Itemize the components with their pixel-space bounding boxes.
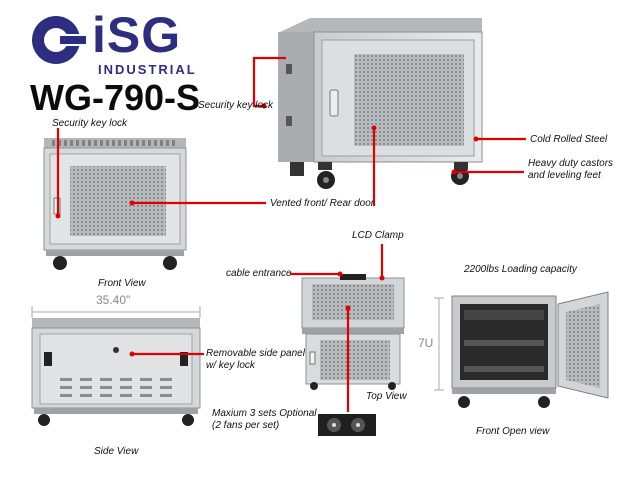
- callout-cable-entrance: cable entrance: [226, 268, 292, 279]
- callout-cold-rolled-steel: Cold Rolled Steel: [530, 134, 608, 145]
- front-view-caption: Front View: [98, 278, 146, 289]
- width-dimension: 35.40": [96, 293, 131, 307]
- side-view-image: [31, 318, 201, 426]
- top-view-image: [301, 274, 405, 390]
- brand-name: iSG: [92, 7, 182, 63]
- callout-security-lock-front: Security key lock: [52, 118, 128, 129]
- height-dimension-line: [434, 297, 444, 391]
- model-number: WG-790-S: [30, 77, 201, 118]
- callout-fans-line2: (2 fans per set): [212, 420, 280, 431]
- fan-unit-image: [318, 414, 376, 436]
- callout-side-panel: Removable side panel: [206, 348, 305, 359]
- side-view-caption: Side View: [94, 446, 139, 457]
- front-view-image: [43, 138, 187, 270]
- callout-castors: Heavy duty castors: [528, 158, 614, 169]
- callout-lcd-clamp: LCD Clamp: [352, 230, 404, 241]
- brand-subtitle: INDUSTRIAL: [98, 62, 197, 77]
- callout-vented-door: Vented front/ Rear door: [270, 198, 375, 209]
- callout-loading-capacity: 2200lbs Loading capacity: [464, 264, 577, 275]
- top-view-caption: Top View: [366, 391, 407, 402]
- front-open-view-image: [451, 291, 609, 408]
- front-open-view-caption: Front Open view: [476, 426, 550, 437]
- callout-security-lock-top: Security key lock: [198, 100, 274, 111]
- height-dimension: 7U: [418, 336, 434, 350]
- cabinet-perspective-image: [278, 18, 483, 189]
- brand-logo-icon: [32, 16, 88, 64]
- width-dimension-line: [31, 306, 201, 318]
- callout-side-panel-line2: w/ key lock: [206, 360, 255, 371]
- callout-castors-line2: and leveling feet: [528, 170, 601, 181]
- callout-fans: Maxium 3 sets Optional: [212, 408, 317, 419]
